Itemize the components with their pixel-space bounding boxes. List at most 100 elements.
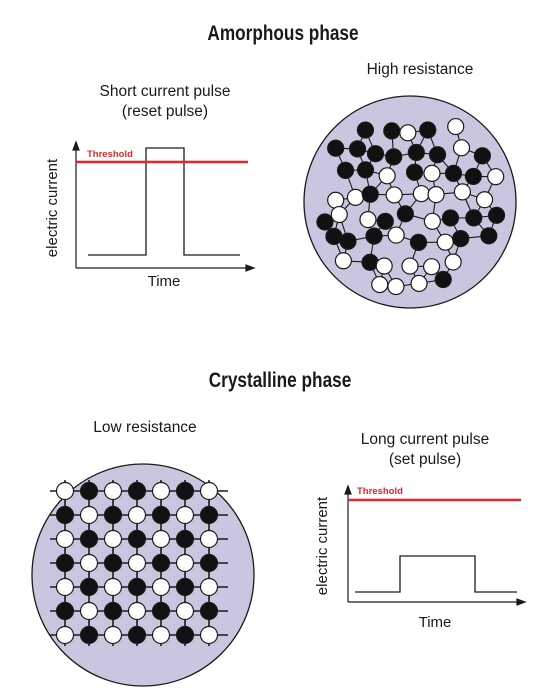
atom-light — [378, 167, 396, 185]
atom-light — [475, 191, 494, 209]
reset-pulse-waveform — [88, 147, 240, 256]
atom-light — [127, 553, 147, 573]
atom-dark — [175, 529, 195, 549]
reset-graph-y-arrow — [72, 140, 80, 151]
atom-dark — [441, 209, 460, 227]
atom-dark — [103, 505, 123, 525]
set-pulse-label-line1: Long current pulse — [360, 431, 490, 448]
atom-dark — [385, 148, 403, 166]
atom-dark — [365, 227, 383, 245]
atom-dark — [151, 601, 171, 621]
atom-light — [103, 577, 123, 597]
reset-graph-ylabel: electric current — [44, 158, 61, 257]
atom-light — [371, 275, 389, 294]
atom-light — [447, 117, 465, 136]
atom-dark — [151, 505, 171, 525]
atom-light — [151, 481, 171, 501]
atom-light — [453, 183, 472, 201]
atom-dark — [396, 205, 414, 223]
atom-light — [151, 529, 171, 549]
atom-dark — [103, 601, 123, 621]
atom-light — [79, 601, 99, 621]
atom-dark — [316, 213, 334, 231]
atom-dark — [339, 232, 357, 250]
atom-light — [330, 205, 348, 224]
reset-graph-axes — [72, 140, 256, 272]
atom-light — [375, 257, 393, 275]
atom-dark — [79, 577, 99, 597]
atom-dark — [127, 529, 147, 549]
atom-dark — [127, 481, 147, 501]
atom-dark — [383, 122, 401, 140]
reset-pulse-label-line1: Short current pulse — [99, 83, 231, 100]
set-pulse-graph: Threshold electric current Time — [314, 484, 527, 631]
set-graph-y-arrow — [344, 484, 352, 495]
set-pulse-label: Long current pulse (set pulse) — [320, 430, 530, 470]
atom-dark — [55, 601, 75, 621]
atom-dark — [376, 212, 394, 230]
atom-light — [359, 211, 377, 229]
atom-light — [487, 168, 505, 186]
atom-dark — [407, 143, 425, 162]
atom-dark — [409, 233, 428, 251]
reset-graph-xlabel: Time — [148, 273, 181, 290]
atom-dark — [55, 505, 75, 525]
atom-light — [399, 124, 417, 142]
atom-light — [387, 226, 405, 244]
atom-light — [55, 625, 75, 645]
atom-light — [427, 185, 445, 204]
atom-light — [423, 212, 441, 230]
atom-dark — [348, 140, 367, 158]
atom-light — [55, 481, 75, 501]
atom-dark — [473, 147, 491, 165]
high-resistance-label: High resistance — [366, 61, 474, 78]
atom-light — [385, 186, 403, 204]
atom-light — [444, 253, 462, 271]
set-graph-x-arrow — [516, 598, 527, 606]
atom-dark — [356, 121, 375, 139]
atom-dark — [103, 553, 123, 573]
set-graph-axes — [344, 484, 527, 606]
set-graph-ylabel: electric current — [314, 496, 331, 595]
atom-dark — [452, 229, 470, 248]
atom-light — [327, 191, 345, 209]
atom-dark — [464, 167, 482, 186]
atom-light — [127, 601, 147, 621]
atom-light — [55, 529, 75, 549]
atom-light — [175, 505, 195, 525]
atom-light — [423, 164, 441, 182]
atom-dark — [151, 553, 171, 573]
set-pulse-waveform — [355, 555, 517, 593]
crystalline-atom-disk — [31, 463, 255, 687]
atom-dark — [336, 161, 355, 179]
atom-light — [151, 625, 171, 645]
atom-light — [175, 601, 195, 621]
atom-light — [422, 258, 441, 276]
atom-light — [199, 577, 219, 597]
atom-dark — [175, 625, 195, 645]
set-threshold-label: Threshold — [357, 486, 403, 497]
atom-light — [199, 625, 219, 645]
atom-light — [103, 625, 123, 645]
set-pulse-label-line2: (set pulse) — [388, 451, 462, 468]
atom-dark — [79, 625, 99, 645]
atom-light — [151, 577, 171, 597]
reset-pulse-label-line2: (reset pulse) — [121, 103, 209, 120]
atom-light — [175, 553, 195, 573]
crystalline-phase-title: Crystalline phase — [208, 369, 352, 392]
atom-dark — [175, 577, 195, 597]
atom-light — [103, 529, 123, 549]
atom-dark — [405, 163, 424, 181]
reset-pulse-label: Short current pulse (reset pulse) — [60, 82, 270, 122]
atom-dark — [79, 529, 99, 549]
atom-light — [334, 252, 352, 270]
atom-light — [199, 529, 219, 549]
reset-pulse-graph: Threshold electric current Time — [44, 140, 256, 290]
amorphous-phase-title: Amorphous phase — [207, 22, 359, 45]
atom-dark — [419, 121, 437, 139]
atom-dark — [361, 185, 379, 203]
atom-dark — [366, 145, 385, 163]
atom-dark — [327, 139, 345, 157]
atom-light — [346, 188, 365, 207]
atom-dark — [465, 209, 483, 227]
